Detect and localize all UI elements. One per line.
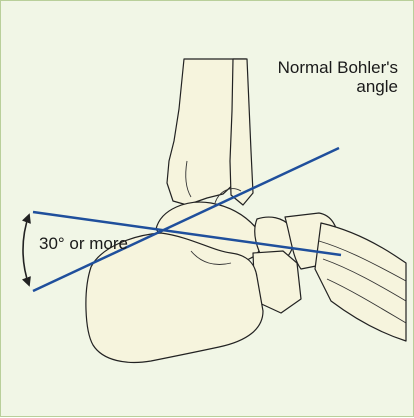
diagram-title-line2: angle xyxy=(356,77,398,96)
diagram-title: Normal Bohler's xyxy=(278,58,398,77)
metatarsal-bones xyxy=(315,223,406,341)
fibula-bone xyxy=(230,59,253,205)
angle-label: 30° or more xyxy=(39,234,128,253)
angle-arc-arrow xyxy=(23,215,29,285)
